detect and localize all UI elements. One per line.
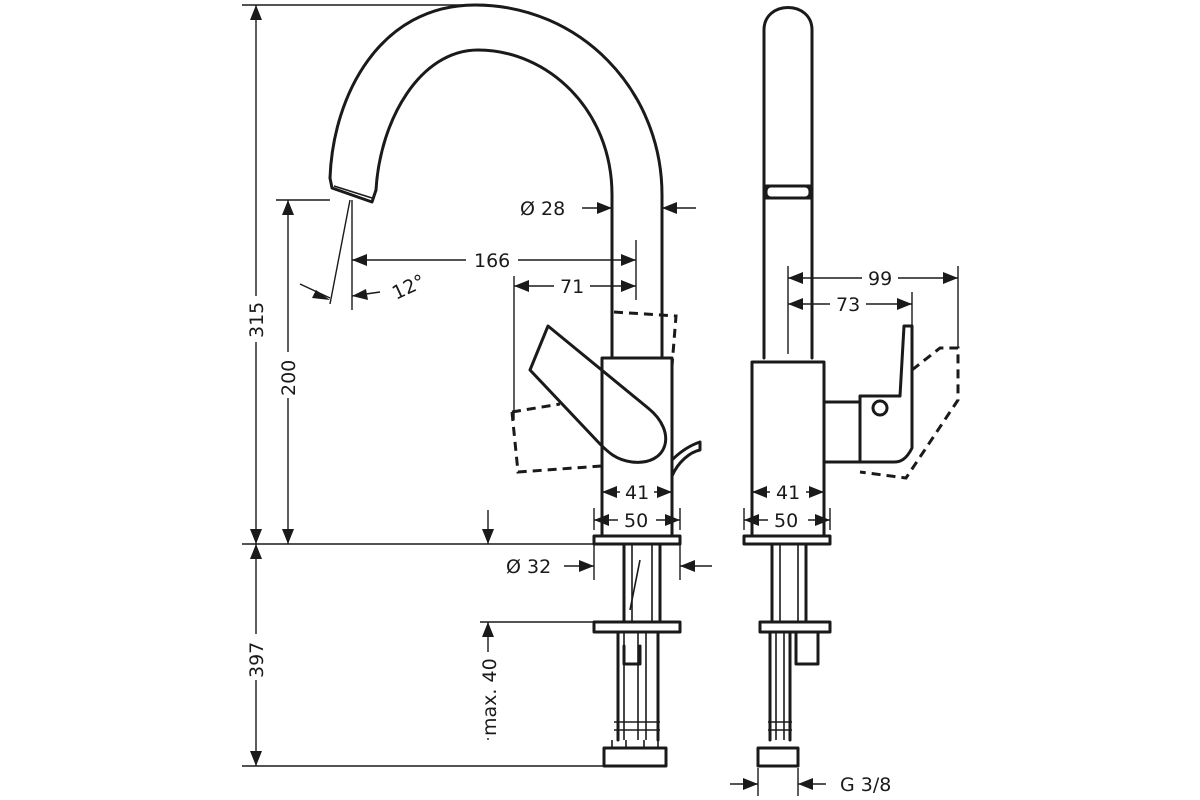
label-side-50: 50 <box>774 510 798 532</box>
side-view <box>742 6 960 768</box>
mounting-nut <box>592 620 682 634</box>
label-315: 315 <box>246 302 268 338</box>
label-200: 200 <box>278 360 300 396</box>
label-side-41: 41 <box>776 482 800 504</box>
lever-dashed-open <box>613 310 678 367</box>
label-166: 166 <box>474 250 510 272</box>
label-12-degrees: 12° <box>389 270 429 304</box>
side-lever <box>822 324 914 464</box>
lever-handle <box>528 324 668 464</box>
label-front-50: 50 <box>624 510 648 532</box>
label-397: 397 <box>246 642 268 678</box>
front-view <box>328 3 702 768</box>
label-dia-28: Ø 28 <box>520 198 565 220</box>
spout-inner <box>374 48 614 360</box>
lever-dashed-closed <box>510 402 603 474</box>
label-99: 99 <box>868 268 892 290</box>
label-73: 73 <box>836 294 860 316</box>
label-g-3-8: G 3/8 <box>840 774 891 796</box>
label-71: 71 <box>560 276 584 298</box>
side-spout <box>762 6 814 360</box>
spout-outer <box>328 3 664 360</box>
spout-nozzle <box>328 176 378 204</box>
side-aerator <box>762 184 814 200</box>
label-dia-32: Ø 32 <box>506 556 551 578</box>
dimension-labels: 315 200 397 max. 40 166 71 12° Ø 28 Ø 32… <box>244 198 898 796</box>
label-front-41: 41 <box>625 482 649 504</box>
side-lever-dashed <box>859 346 960 480</box>
base-plate <box>592 534 682 546</box>
connection-fittings <box>602 746 668 768</box>
label-max-40: max. 40 <box>479 658 501 736</box>
